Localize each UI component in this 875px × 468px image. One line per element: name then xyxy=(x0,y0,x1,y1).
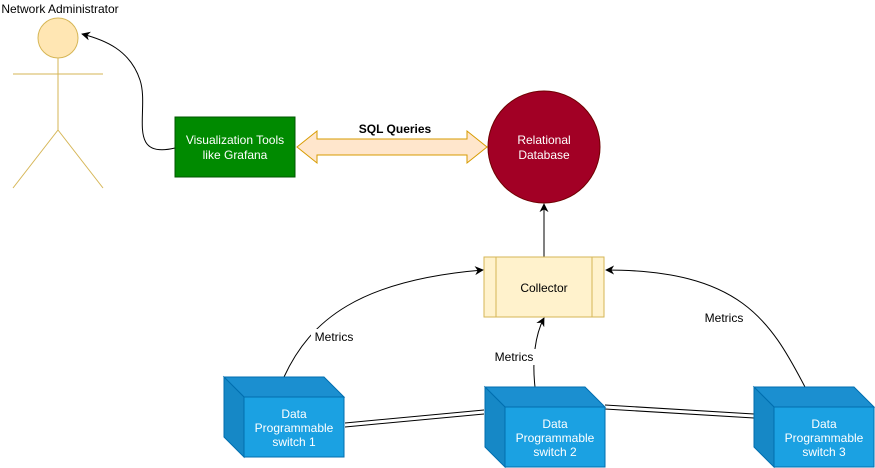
switch-3-node[interactable]: Data Programmable switch 3 xyxy=(752,385,875,468)
edge-visualization-to-admin xyxy=(81,31,176,151)
switch-3-label-line2: Programmable xyxy=(785,431,864,445)
database-label-line2: Database xyxy=(518,148,570,162)
sql-queries-label: SQL Queries xyxy=(359,122,432,136)
switch-1-node[interactable]: Data Programmable switch 1 xyxy=(222,375,346,459)
sql-queries-edge: SQL Queries xyxy=(296,122,488,165)
visualization-label-line1: Visualization Tools xyxy=(186,133,284,147)
edge-switch2-metrics xyxy=(533,317,545,388)
switch-3-label-line3: switch 3 xyxy=(802,445,846,459)
switch-2-label-line1: Data xyxy=(542,417,568,431)
switch-3-label-line1: Data xyxy=(811,417,837,431)
switch-1-label-line1: Data xyxy=(281,407,307,421)
metrics-label-switch2: Metrics xyxy=(495,350,534,364)
switch-2-label-line2: Programmable xyxy=(516,431,595,445)
visualization-label-line2: like Grafana xyxy=(203,148,268,162)
collector-label: Collector xyxy=(520,281,567,295)
switch-2-node[interactable]: Data Programmable switch 2 xyxy=(483,385,607,468)
switch-1-label-line2: Programmable xyxy=(255,421,334,435)
3d-cube-icon xyxy=(222,375,346,459)
network-administrator-actor: Network Administrator xyxy=(1,2,119,189)
switch-links xyxy=(344,404,755,428)
edge-switch1-metrics xyxy=(283,266,484,378)
database-label-line1: Relational xyxy=(517,133,570,147)
3d-cube-icon xyxy=(752,385,875,468)
relational-database-node[interactable]: Relational Database xyxy=(487,90,601,204)
metrics-label-switch1: Metrics xyxy=(315,330,354,344)
actor-label: Network Administrator xyxy=(1,2,118,16)
stick-figure-icon xyxy=(12,17,104,189)
switch-2-label-line3: switch 2 xyxy=(533,445,577,459)
visualization-tools-node[interactable]: Visualization Tools like Grafana xyxy=(174,116,296,178)
edge-switch3-metrics xyxy=(605,265,806,388)
collector-node[interactable]: Collector xyxy=(483,256,605,318)
double-arrow-icon xyxy=(296,129,488,165)
metrics-label-switch3: Metrics xyxy=(705,311,744,325)
switch-1-label-line3: switch 1 xyxy=(272,435,316,449)
3d-cube-icon xyxy=(483,385,607,468)
